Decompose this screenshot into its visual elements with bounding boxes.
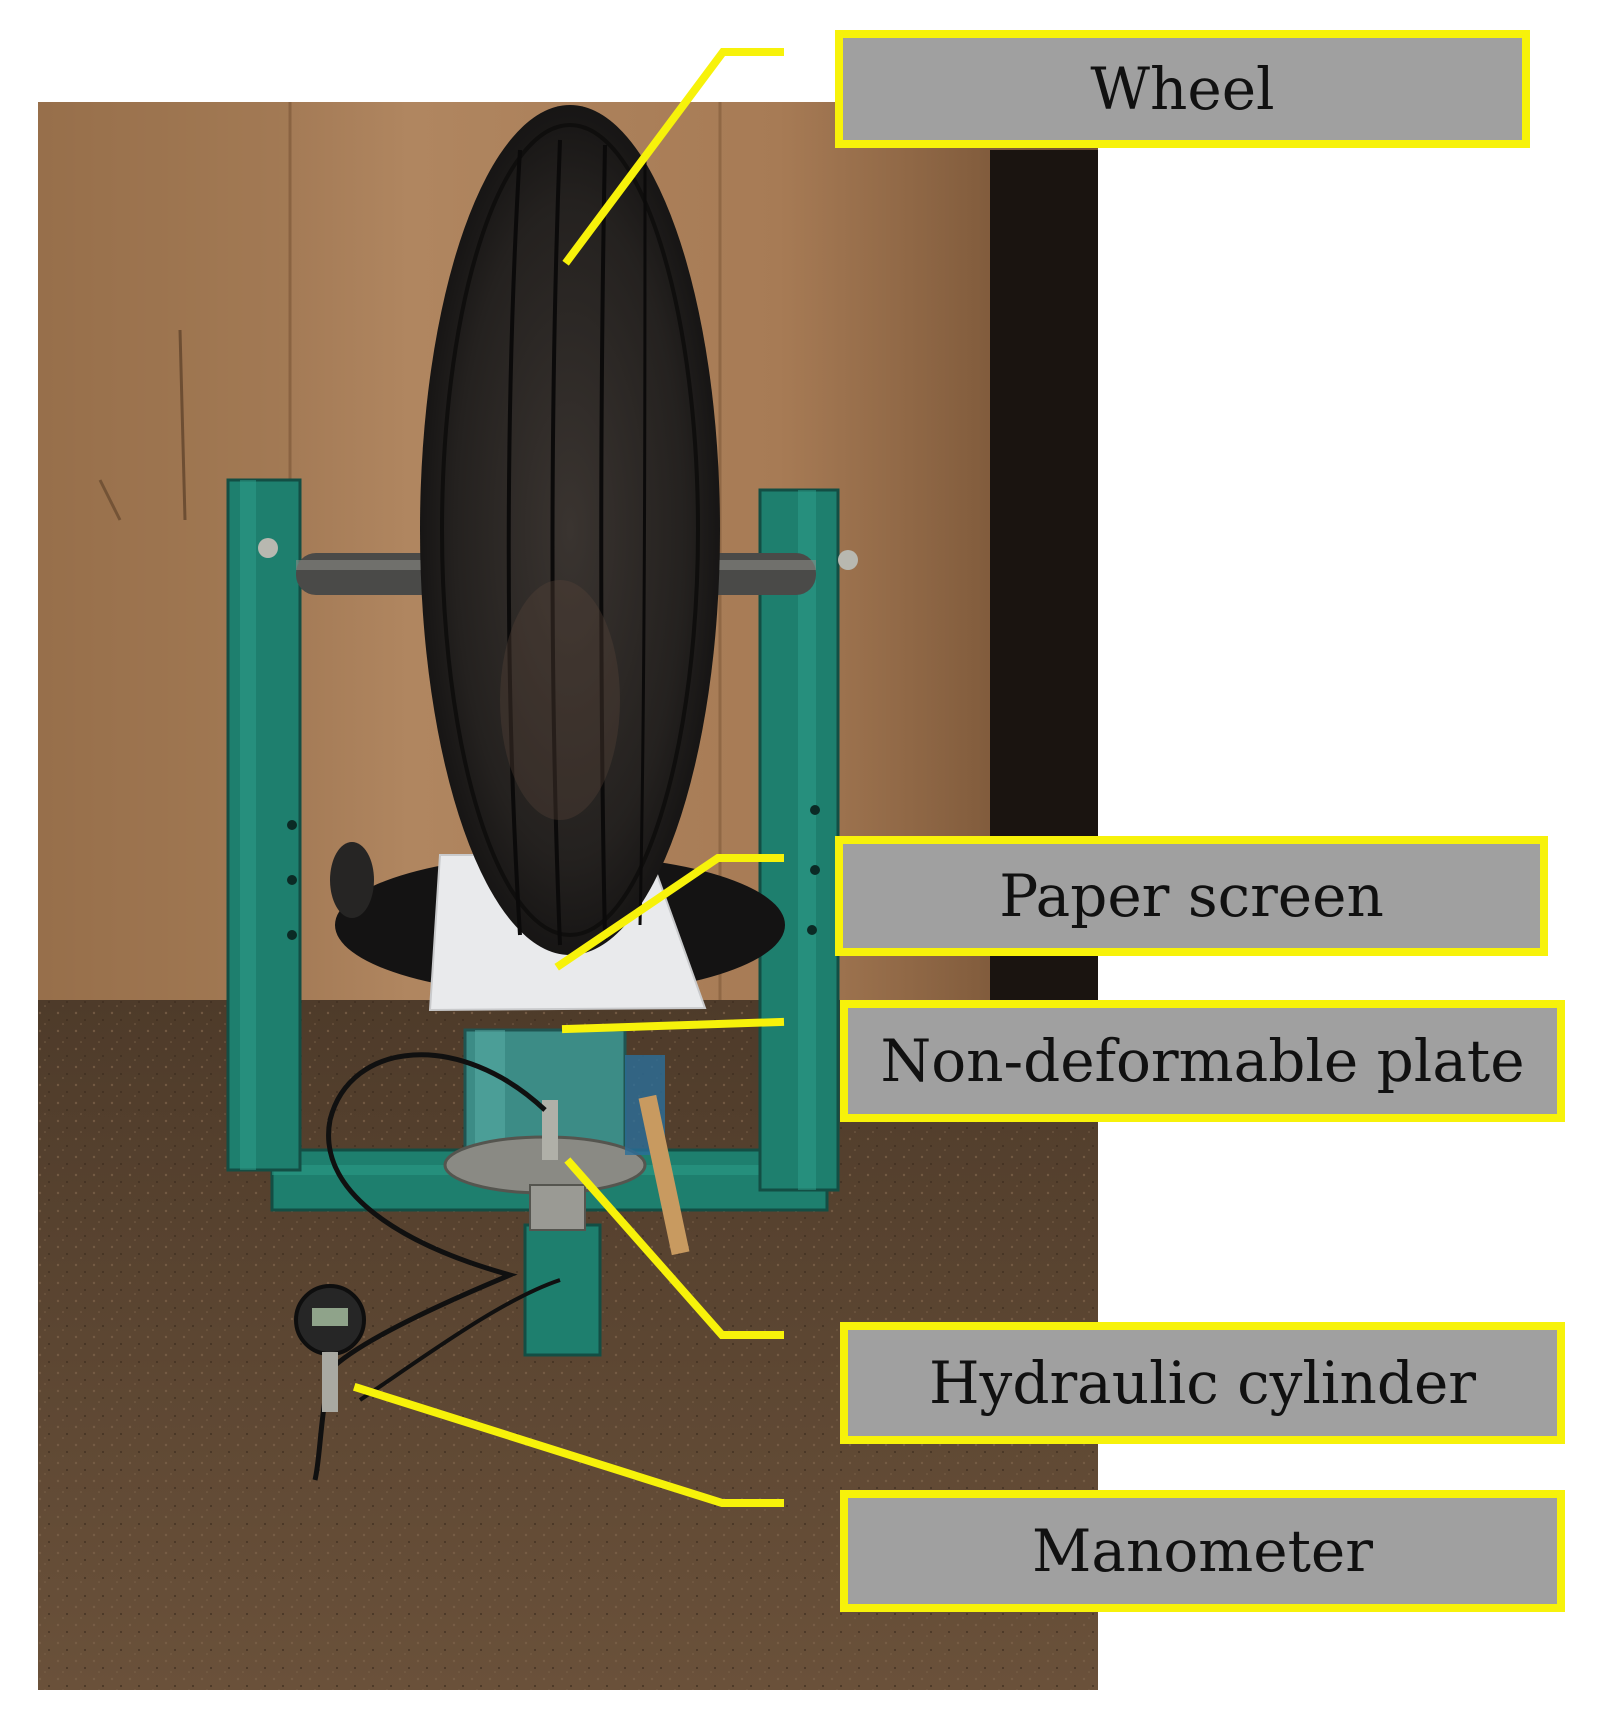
- label-non-deformable-plate: Non-deformable plate: [840, 1000, 1565, 1122]
- wheel-tire: [420, 105, 720, 955]
- label-wheel: Wheel: [835, 30, 1530, 148]
- label-hydraulic-cylinder: Hydraulic cylinder: [840, 1322, 1565, 1444]
- label-manometer: Manometer: [840, 1490, 1565, 1612]
- wheel-callout-line: [562, 48, 784, 266]
- manometer-gauge: [294, 1284, 366, 1412]
- cylinder-callout-line: [564, 1157, 784, 1339]
- frame-left-upright: [226, 478, 302, 1172]
- plate-callout-line: [561, 1017, 785, 1034]
- paper-screen-callout-line: [554, 854, 784, 971]
- label-paper-screen: Paper screen: [835, 836, 1548, 956]
- callout-lines: [352, 48, 785, 1507]
- hydraulic-cylinder: [443, 1028, 690, 1256]
- frame-right-upright: [758, 488, 858, 1192]
- manometer-callout-line: [352, 1382, 784, 1507]
